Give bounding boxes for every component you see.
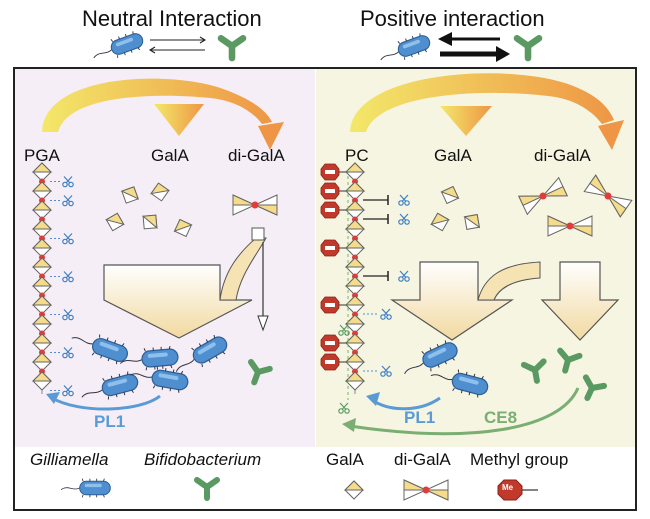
right-ce8-label: CE8 (484, 408, 518, 427)
left-substrate-label: PGA (24, 146, 60, 165)
positive-arrows (438, 32, 510, 62)
right-arch-arrow (350, 73, 624, 150)
legend-methyl-icon (497, 479, 538, 501)
neutral-title: Neutral Interaction (82, 6, 262, 31)
methyl-group-icon (320, 353, 340, 371)
left-pl1-arrow (51, 394, 161, 411)
left-big-arrow (103, 227, 269, 339)
right-big-arrow-1 (390, 261, 541, 341)
left-arch-arrow (42, 78, 284, 150)
chain-units (32, 162, 410, 400)
header-positive-bifido-icon (517, 38, 539, 58)
right-ce8-arrow (349, 387, 580, 436)
right-substrate-label: PC (345, 146, 369, 165)
left-galA-label: GalA (151, 146, 189, 165)
right-galA-label: GalA (434, 146, 472, 165)
neutral-arrows (148, 36, 207, 54)
methyl-group-icon (320, 239, 340, 257)
legend-diGalA-label: di-GalA (394, 450, 451, 469)
right-pl1-arrow (371, 396, 441, 411)
methyl-group-icon (320, 296, 340, 314)
outer-frame (13, 67, 637, 511)
legend-diGalA-icon (403, 479, 449, 501)
legend-galA-label: GalA (326, 450, 364, 469)
legend-methyl-label: Methyl group (470, 450, 569, 469)
legend-galA-icon (344, 480, 364, 500)
legend-bifido-icon (197, 480, 217, 498)
header-neutral-gilliamella-icon (89, 28, 147, 67)
header-positive-gilliamella-icon (376, 30, 434, 69)
legend-gilliamella-icon (60, 478, 111, 498)
header-neutral-bifido-icon (221, 38, 243, 58)
left-pl1-label: PL1 (94, 412, 126, 431)
right-big-arrow-2 (540, 261, 620, 341)
legend-gilliamella-label: Gilliamella (30, 450, 109, 469)
legend-methyl-badge: Me (502, 483, 514, 492)
left-diGalA-label: di-GalA (228, 146, 285, 165)
legend-bifido-label: Bifidobacterium (144, 450, 262, 469)
right-pl1-label: PL1 (404, 408, 436, 427)
right-diGalA-label: di-GalA (534, 146, 591, 165)
methyl-group-icon (320, 182, 340, 200)
methyl-group-icon (320, 163, 340, 181)
positive-title: Positive interaction (360, 6, 545, 31)
methyl-group-icon (320, 201, 340, 219)
methyl-group-icon (320, 334, 340, 352)
